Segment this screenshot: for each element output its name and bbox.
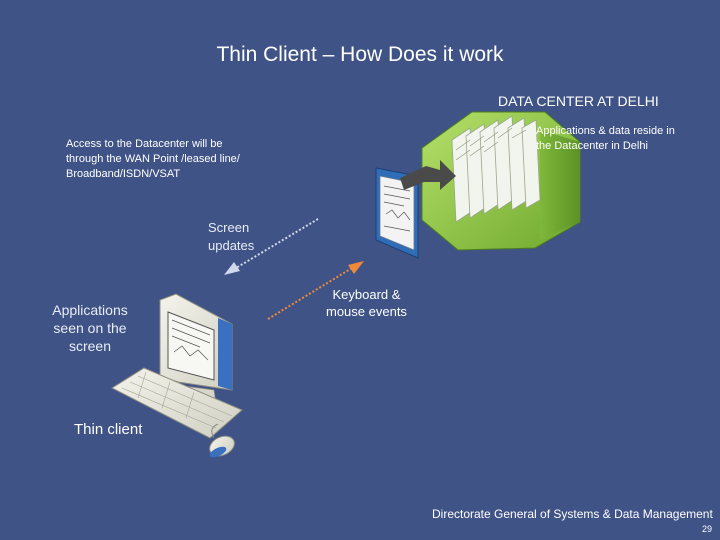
client-apps-label: Applications seen on the screen xyxy=(40,302,140,355)
screen-updates-label: Screen updates xyxy=(208,219,254,254)
server-link-arrow-icon xyxy=(400,160,456,190)
screen-updates-line: updates xyxy=(208,237,255,253)
page-number: 29 xyxy=(702,524,713,534)
access-note: Access to the Datacenter will be through… xyxy=(66,137,240,182)
keyboard-events-line: mouse events xyxy=(326,303,407,319)
datacenter-note: Applications & data reside in the Datace… xyxy=(536,124,675,154)
datacenter-note-line: Applications & data reside in xyxy=(536,125,675,137)
page-title: Thin Client – How Does it work xyxy=(216,43,504,66)
access-note-line: Broadband/ISDN/VSAT xyxy=(66,167,181,180)
remote-screen-icon xyxy=(375,167,419,259)
access-note-line: through the WAN Point /leased line/ xyxy=(66,152,240,165)
keyboard-events-arrow xyxy=(267,261,364,320)
client-apps-line: screen xyxy=(68,337,112,354)
datacenter-label: DATA CENTER AT DELHI xyxy=(498,93,659,109)
datacenter-server-icon xyxy=(421,111,581,251)
keyboard-events-label: Keyboard & mouse events xyxy=(326,287,407,321)
thin-client-label: Thin client xyxy=(74,421,143,438)
client-apps-line: Applications xyxy=(52,302,128,318)
datacenter-note-line: the Datacenter in Delhi xyxy=(536,139,648,152)
screen-updates-line: Screen xyxy=(208,220,250,235)
access-note-line: Access to the Datacenter will be xyxy=(66,138,223,150)
client-apps-line: seen on the xyxy=(53,319,127,336)
thin-client-computer-icon xyxy=(110,293,243,458)
footer-org: Directorate General of Systems & Data Ma… xyxy=(432,507,713,521)
screen-updates-arrow xyxy=(224,218,319,275)
keyboard-events-line: Keyboard & xyxy=(332,287,401,302)
